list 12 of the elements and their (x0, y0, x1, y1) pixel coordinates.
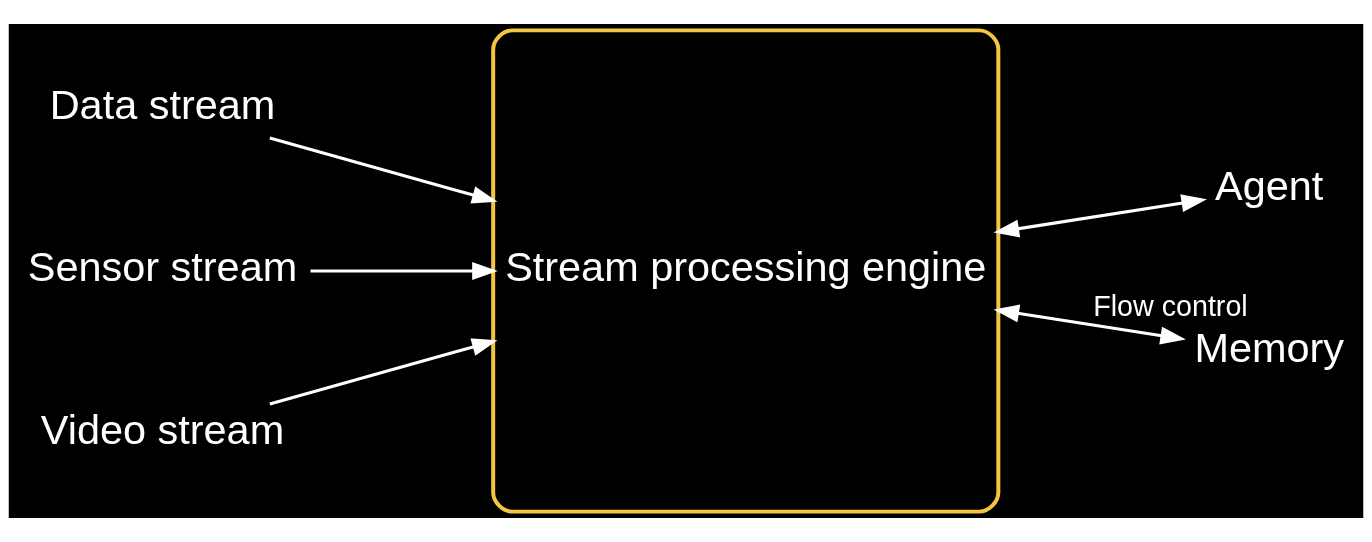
arrow (310, 262, 498, 280)
node-text: Data stream (49, 80, 276, 128)
edge-label: Flow control (1093, 290, 1248, 323)
arrow (993, 194, 1207, 238)
node-text: Memory (1194, 324, 1345, 372)
node-text: Video stream (40, 405, 285, 453)
arrow (269, 338, 498, 406)
arrow (993, 304, 1186, 345)
node-text: Sensor stream (27, 243, 298, 291)
node-box: Stream processing engine (491, 28, 1001, 514)
arrow (269, 136, 498, 204)
node-text: Agent (1215, 161, 1324, 209)
